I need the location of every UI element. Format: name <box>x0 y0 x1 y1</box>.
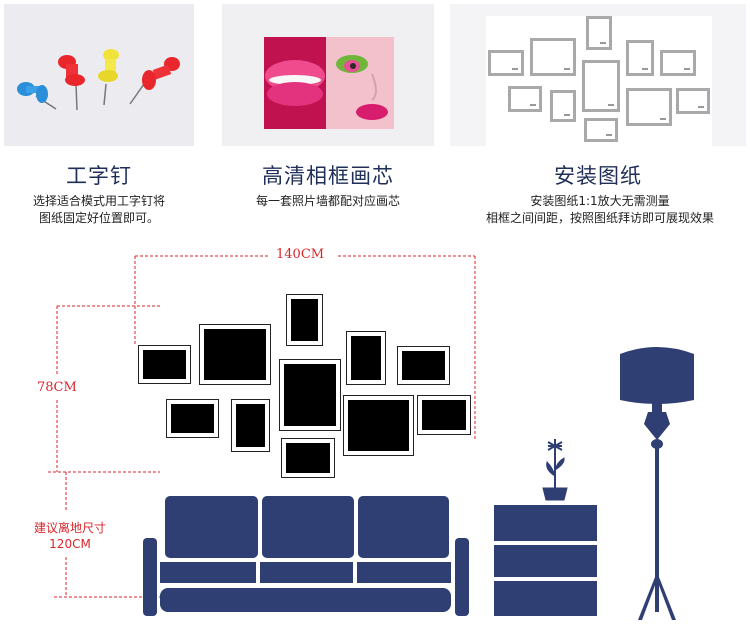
photo-frame <box>397 346 450 385</box>
sofa-armrest-right <box>455 538 469 616</box>
push-pins-image <box>4 4 194 146</box>
sofa-seat-cushion <box>357 562 451 583</box>
photo-frame <box>199 324 271 385</box>
photo-frame <box>286 294 323 346</box>
template-frame <box>550 90 576 122</box>
feature-title-push-pins: 工字钉 <box>66 164 132 188</box>
template-frame <box>508 86 542 112</box>
template-frame <box>676 88 710 114</box>
feature-desc-installation-template: 安装图纸1:1放大无需测量 相框之间间距，按照图纸拜访即可展现效果 <box>450 193 750 227</box>
template-frame <box>626 88 672 126</box>
feature-title-hd-frame-core: 高清相框画芯 <box>262 164 394 188</box>
photo-frame <box>343 395 414 456</box>
sofa-seat-cushion <box>260 562 353 583</box>
sofa-back-cushion <box>165 496 258 558</box>
photo-frame <box>138 345 191 384</box>
sofa-armrest-left <box>143 538 157 616</box>
desc-line: 相框之间间距，按照图纸拜访即可展现效果 <box>485 211 714 225</box>
template-frame <box>660 50 696 76</box>
lips-eye-makeup-image <box>222 4 434 146</box>
cabinet-drawer <box>494 581 597 616</box>
template-frame <box>530 38 576 76</box>
floor-label-line: 120CM <box>49 537 91 551</box>
width-dimension-label: 140CM <box>276 247 325 262</box>
installation-template-image <box>450 4 746 146</box>
desc-line: 选择适合模式用工字钉将 <box>32 194 165 208</box>
desc-line: 图纸固定好位置即可。 <box>38 211 159 225</box>
photo-frame <box>346 331 386 385</box>
desc-line: 每一套照片墙都配对应画芯 <box>255 194 400 208</box>
sofa-base <box>160 588 451 612</box>
photo-frame <box>279 359 341 431</box>
desc-line: 安装图纸1:1放大无需测量 <box>530 194 670 208</box>
sofa-seat-cushion <box>160 562 256 583</box>
cabinet-drawer <box>494 545 597 577</box>
template-frame <box>582 60 620 112</box>
photo-frame <box>417 395 471 435</box>
floor-label-line: 建议离地尺寸 <box>33 521 106 535</box>
template-frame <box>626 40 654 76</box>
flower-pot-icon <box>542 439 568 501</box>
photo-frame <box>231 399 270 452</box>
floor-lamp-icon <box>620 347 694 620</box>
cabinet-drawer <box>494 505 597 541</box>
floor-distance-label: 建议离地尺寸 120CM <box>22 520 118 552</box>
template-frame <box>584 118 618 142</box>
photo-frame <box>281 438 335 478</box>
feature-title-installation-template: 安装图纸 <box>554 164 642 188</box>
sofa-back-cushion <box>358 496 449 558</box>
template-frame <box>586 16 612 50</box>
photo-frame <box>166 399 219 438</box>
feature-desc-push-pins: 选择适合模式用工字钉将 图纸固定好位置即可。 <box>4 193 194 227</box>
sofa-back-cushion <box>262 496 354 558</box>
feature-desc-hd-frame-core: 每一套照片墙都配对应画芯 <box>222 193 434 210</box>
height-dimension-label: 78CM <box>37 380 77 395</box>
template-frame <box>488 50 524 76</box>
